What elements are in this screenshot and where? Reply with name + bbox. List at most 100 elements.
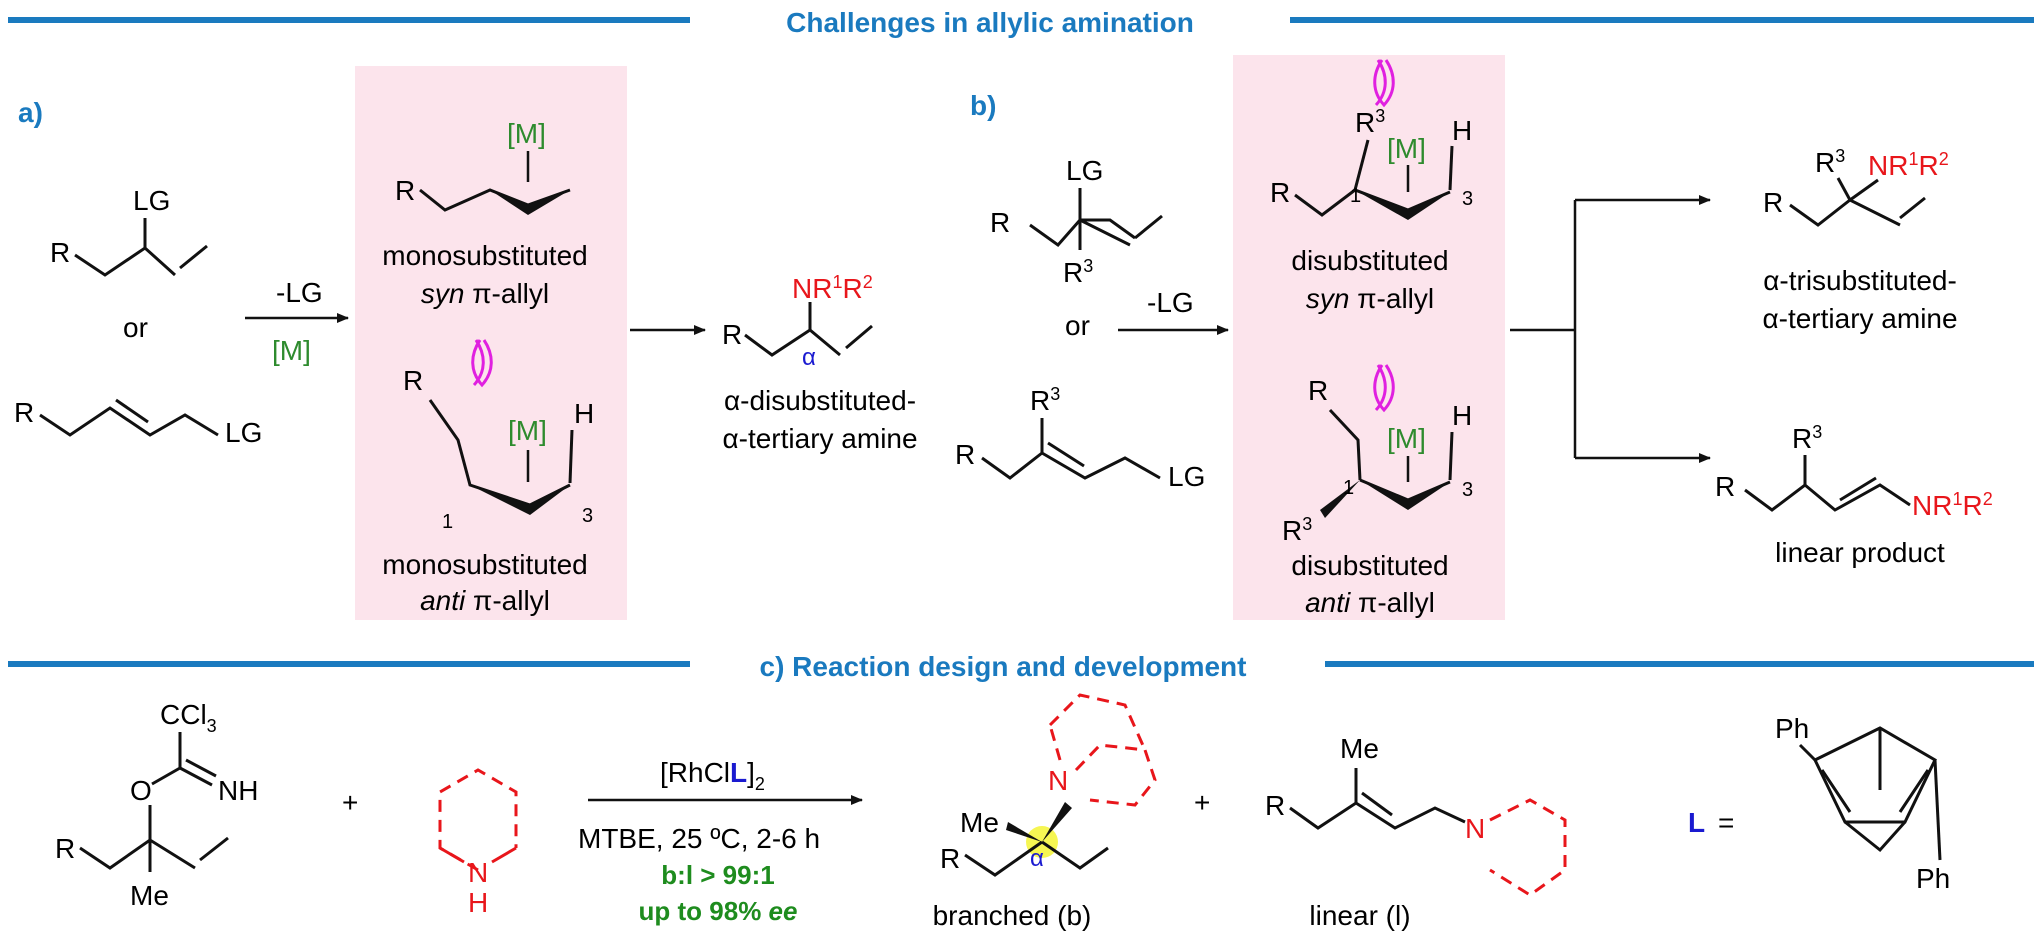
svg-text:NH: NH	[218, 775, 258, 806]
svg-text:R: R	[955, 439, 975, 470]
panel-a-anti-pi-allyl: R [M] H 1 3	[403, 339, 594, 533]
panel-b-syn-label-2: syn π-allyl	[1306, 283, 1434, 314]
panel-a-reagent-metal: [M]	[272, 335, 311, 366]
svg-text:R: R	[55, 833, 75, 864]
panel-a-label: a)	[18, 97, 43, 128]
panel-a-product: R NR1R2 α	[722, 272, 873, 371]
panel-c-linear-label: linear (l)	[1309, 900, 1410, 931]
panel-b-branched-product: R R3 NR1R2	[1763, 146, 1949, 227]
panel-b-branched-label-1: α-trisubstituted-	[1763, 265, 1957, 296]
svg-text:CCl3: CCl3	[160, 699, 217, 736]
svg-text:[M]: [M]	[508, 415, 547, 446]
panel-c-ligand: L = Ph Ph	[1688, 713, 1950, 894]
svg-text:Me: Me	[1340, 733, 1379, 764]
panel-b-label: b)	[970, 90, 996, 121]
panel-a-anti-label-1: monosubstituted	[382, 549, 587, 580]
svg-text:R: R	[1265, 790, 1285, 821]
svg-text:H: H	[1452, 115, 1472, 146]
panel-c-linear-product: R Me N	[1265, 733, 1567, 897]
panel-b-intermediate-box	[1233, 55, 1505, 620]
panel-b-or: or	[1065, 310, 1090, 341]
panel-a-product-label-1: α-disubstituted-	[724, 385, 916, 416]
panel-a-intermediate-box	[355, 66, 627, 620]
svg-text:N: N	[1465, 813, 1485, 844]
svg-text:R3: R3	[1282, 514, 1312, 546]
panel-b-syn-pi-allyl: R3 [M] H R 1 3	[1270, 59, 1473, 220]
svg-text:H: H	[468, 887, 488, 918]
panel-a-syn-label-1: monosubstituted	[382, 240, 587, 271]
svg-text:1: 1	[1350, 185, 1361, 207]
section-title-challenges: Challenges in allylic amination	[786, 7, 1194, 38]
svg-text:Me: Me	[960, 807, 999, 838]
svg-text:Ph: Ph	[1916, 863, 1950, 894]
panel-b-anti-label-1: disubstituted	[1291, 550, 1448, 581]
panel-c-ee: up to 98% ee	[639, 896, 798, 926]
svg-text:R3: R3	[1355, 106, 1385, 138]
svg-text:[M]: [M]	[1387, 423, 1426, 454]
panel-a-linear-substrate: R LG	[14, 397, 262, 448]
svg-text:3: 3	[1462, 479, 1473, 501]
svg-text:Ph: Ph	[1775, 713, 1809, 744]
panel-b-reagent-lg: -LG	[1147, 287, 1194, 318]
svg-text:R3: R3	[1815, 146, 1845, 178]
panel-b-linear-product: R R3 NR1R2	[1715, 422, 1993, 521]
svg-text:H: H	[574, 398, 594, 429]
svg-text:α: α	[1030, 845, 1044, 872]
svg-text:R: R	[940, 843, 960, 874]
svg-text:3: 3	[582, 505, 593, 527]
svg-text:R: R	[403, 365, 423, 396]
svg-text:R: R	[1763, 187, 1783, 218]
panel-c-selectivity: b:l > 99:1	[661, 860, 774, 890]
panel-c-conditions: MTBE, 25 ºC, 2-6 h	[578, 823, 820, 854]
svg-text:LG: LG	[1066, 155, 1103, 186]
panel-a-or: or	[123, 312, 148, 343]
panel-b-linear-substrate: R R3 LG	[955, 384, 1205, 492]
svg-text:Me: Me	[130, 880, 169, 911]
svg-text:O: O	[130, 775, 152, 806]
panel-c-plus-1: +	[342, 787, 358, 818]
svg-text:LG: LG	[1168, 461, 1205, 492]
svg-text:1: 1	[1343, 477, 1354, 499]
panel-a-reagent-lg: -LG	[276, 277, 323, 308]
section-title-reaction-design: c) Reaction design and development	[760, 651, 1247, 682]
panel-b-branched-substrate: LG R R3	[990, 155, 1163, 288]
svg-text:N: N	[1048, 765, 1068, 796]
svg-text:=: =	[1718, 807, 1734, 838]
panel-c-amine: N H	[438, 768, 518, 918]
svg-text:α: α	[802, 344, 816, 371]
svg-text:NR1R2: NR1R2	[792, 272, 873, 304]
panel-b-syn-label-1: disubstituted	[1291, 245, 1448, 276]
svg-text:R3: R3	[1792, 422, 1822, 454]
svg-text:R: R	[14, 397, 34, 428]
svg-text:R3: R3	[1063, 256, 1093, 288]
panel-a-anti-label-2: anti π-allyl	[420, 585, 550, 616]
svg-text:NR1R2: NR1R2	[1912, 489, 1993, 521]
svg-text:R: R	[50, 237, 70, 268]
svg-text:N: N	[468, 857, 488, 888]
svg-text:LG: LG	[225, 417, 262, 448]
svg-text:R: R	[1308, 375, 1328, 406]
panel-b-branched-label-2: α-tertiary amine	[1762, 303, 1957, 334]
panel-a-branched-substrate: LG R	[50, 185, 208, 277]
panel-a-syn-label-2: syn π-allyl	[421, 278, 549, 309]
panel-c-branched-product: Me R α N	[940, 693, 1157, 877]
panel-a-syn-pi-allyl: [M] R	[395, 118, 571, 215]
panel-c-substrate: CCl3 NH O R Me	[55, 699, 258, 911]
svg-text:H: H	[1452, 400, 1472, 431]
panel-b-linear-label: linear product	[1775, 537, 1945, 568]
svg-text:NR1R2: NR1R2	[1868, 149, 1949, 181]
svg-text:LG: LG	[133, 185, 170, 216]
svg-text:R: R	[1270, 177, 1290, 208]
panel-b-divergent-arrows	[1510, 195, 1711, 463]
svg-text:1: 1	[442, 511, 453, 533]
svg-text:3: 3	[1462, 188, 1473, 210]
panel-b-anti-label-2: anti π-allyl	[1305, 587, 1435, 618]
svg-text:R: R	[395, 175, 415, 206]
svg-text:R: R	[1715, 471, 1735, 502]
svg-text:[M]: [M]	[507, 118, 546, 149]
panel-c-branched-label: branched (b)	[933, 900, 1092, 931]
svg-text:R: R	[990, 207, 1010, 238]
panel-c-catalyst: [RhClL]2	[660, 757, 765, 794]
panel-c-plus-2: +	[1194, 787, 1210, 818]
